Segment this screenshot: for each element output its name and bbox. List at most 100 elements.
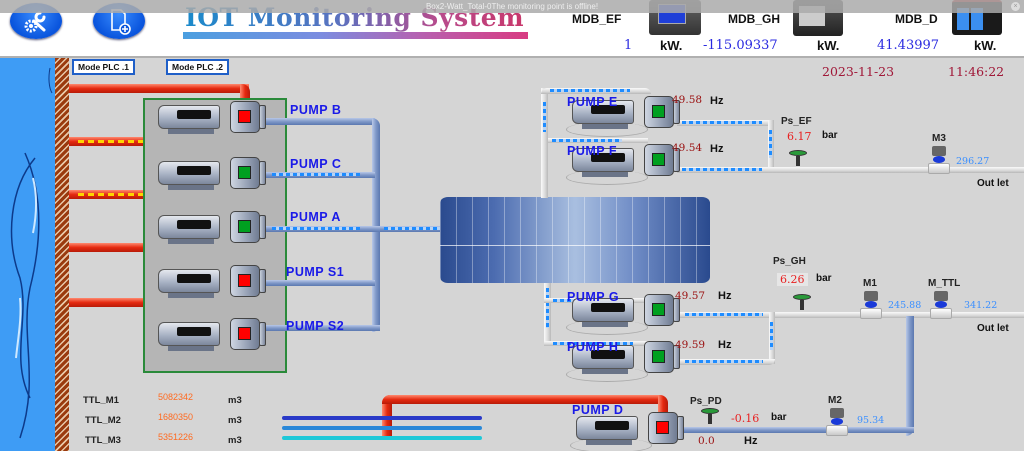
mode-plc-2-button[interactable]: Mode PLC .2 [166,59,230,75]
meter-value-mdb-ef: 1 [624,38,633,53]
flow-indicator [682,168,762,171]
bottom-strip [0,451,1024,457]
flow-indicator [272,227,360,230]
meter-value-mdb-d: 41.43997 [877,38,940,53]
mode-plc-1-button[interactable]: Mode PLC .1 [72,59,136,75]
volume-unit: m3 [228,435,242,446]
pump-f-frequency: 49.54 [672,142,703,154]
reservoir-wall [55,58,69,453]
suction-pipe [382,395,667,404]
pump-h[interactable] [566,341,680,382]
water-tank [440,197,710,283]
pump-s1[interactable] [158,265,266,299]
scada-diagram: Mode PLC .1 Mode PLC .2 2023-11-23 11:46… [0,56,1024,453]
pump-status-indicator [652,303,665,316]
flow-indicator [272,173,360,176]
water-reservoir [0,58,55,453]
ps-gh-label: Ps_GH [773,256,806,267]
pump-status-indicator [652,350,665,363]
flow-meter-icon [860,291,882,323]
pump-a-label: PUMP A [290,210,341,224]
pump-f[interactable] [566,144,680,185]
pressure-gauge-icon [789,150,807,168]
outlet-pipe [680,312,1024,318]
pump-h-frequency: 49.59 [675,339,706,351]
pump-s1-label: PUMP S1 [286,265,345,279]
pump-motor [158,269,220,293]
pump-d[interactable] [570,412,684,453]
flow-indicator [682,121,762,124]
pump-s2[interactable] [158,318,266,352]
pump-motor [572,345,634,369]
current-date: 2023-11-23 [822,64,895,79]
water-wave [282,436,482,440]
notification-text: Box2-Watt_Total-0The monitoring point is… [425,2,599,11]
ttl-m2-label: TTL_M2 [85,415,121,426]
meter-label-mdb-d: MDB_D [895,12,938,26]
pump-e-label: PUMP E [567,95,618,109]
meter-unit: kW. [974,38,997,53]
pressure-gauge-icon [793,294,811,312]
pump-b[interactable] [158,101,266,135]
pump-status-indicator [652,153,665,166]
flow-indicator [685,360,763,363]
pump-c[interactable] [158,157,266,191]
outlet-pipe [677,167,1024,173]
meter-unit: kW. [660,38,683,53]
m3-value: 296.27 [956,156,990,167]
outlet-label: Out let [977,323,1009,334]
water-wave [282,426,482,430]
discharge-pipe [265,280,375,286]
frequency-unit: Hz [744,435,758,447]
pump-b-label: PUMP B [290,103,342,117]
pump-motor [572,298,634,322]
close-icon[interactable]: × [1011,2,1020,11]
return-pipe [906,316,914,436]
pump-status-indicator [652,105,665,118]
flow-indicator [546,288,549,328]
m1-value: 245.88 [888,300,922,311]
ps-gh-value: 6.26 [777,273,808,286]
m-ttl-label: M_TTL [928,278,961,289]
flow-meter-icon [928,146,950,178]
flow-indicator [552,139,622,142]
pump-g-frequency: 49.57 [675,290,706,302]
suction-pipe [240,84,250,104]
title-underline [183,32,528,39]
m1-label: M1 [863,278,877,289]
pump-d-label: PUMP D [572,403,624,417]
outlet-label: Out let [977,178,1009,189]
pump-status-indicator [238,110,251,123]
pump-a[interactable] [158,211,266,245]
water-wave-icon [10,67,53,439]
ttl-m1-label: TTL_M1 [83,395,119,406]
flow-meter-icon [826,408,848,440]
pump-motor [158,105,220,129]
ttl-m3-label: TTL_M3 [85,435,121,446]
frequency-unit: Hz [718,290,732,302]
pump-g[interactable] [566,294,680,335]
pump-status-indicator [238,166,251,179]
document-add-icon [111,9,131,35]
ttl-m3-value: 5351226 [158,432,194,442]
ps-pd-value: -0.16 [731,412,760,425]
pump-e[interactable] [566,96,680,137]
pressure-unit: bar [771,412,787,423]
pump-f-label: PUMP F [567,144,617,158]
offline-notification: Box2-Watt_Total-0The monitoring point is… [0,0,1024,13]
pump-e-frequency: 49.58 [672,94,703,106]
m3-label: M3 [932,133,946,144]
m2-value: 95.34 [857,415,885,426]
suction-pipe [658,395,668,415]
discharge-pipe [265,325,380,331]
pressure-unit: bar [816,273,832,284]
pump-motor [158,161,220,185]
flow-indicator [770,322,773,350]
pump-status-indicator [238,327,251,340]
pump-status-indicator [238,274,251,287]
ttl-m2-value: 1680350 [158,412,194,422]
pump-g-label: PUMP G [567,290,620,304]
volume-unit: m3 [228,395,242,406]
pump-status-indicator [656,421,669,434]
pump-motor [572,100,634,124]
